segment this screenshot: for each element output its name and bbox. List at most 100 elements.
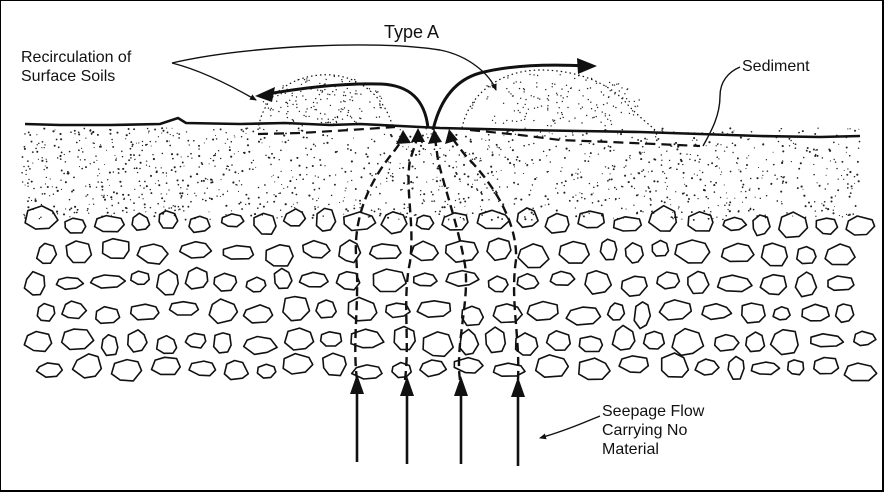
- sediment-dot: [422, 148, 424, 150]
- sediment-dot: [181, 192, 183, 194]
- sediment-dot: [248, 197, 250, 199]
- sediment-dot: [174, 166, 176, 168]
- sediment-dot: [642, 152, 643, 153]
- sediment-dot: [81, 168, 83, 170]
- sediment-dot: [829, 150, 831, 152]
- sediment-dot: [727, 209, 728, 210]
- sediment-dot: [388, 161, 389, 162]
- sediment-dot: [780, 191, 782, 193]
- gravel-stone: [828, 276, 854, 290]
- gravel-stone: [373, 269, 406, 291]
- sediment-dot: [525, 163, 526, 164]
- sediment-dot: [329, 175, 331, 177]
- mound-dot: [321, 92, 322, 93]
- sediment-dot: [572, 134, 574, 136]
- sediment-dot: [545, 204, 546, 205]
- sediment-dot: [148, 130, 150, 132]
- sediment-dot: [713, 184, 715, 186]
- mound-dot: [322, 90, 323, 91]
- sediment-dot: [296, 179, 297, 180]
- sediment-dot: [133, 202, 135, 204]
- sediment-dot: [629, 157, 630, 158]
- sediment-dot: [347, 148, 349, 150]
- gravel-stone: [746, 332, 765, 352]
- sediment-dot: [661, 154, 662, 155]
- sediment-dot: [82, 151, 84, 153]
- sediment-dot: [545, 195, 547, 197]
- sediment-dot: [306, 137, 308, 139]
- gravel-stone: [157, 336, 177, 354]
- sediment-dot: [322, 134, 324, 136]
- sediment-dot: [328, 204, 330, 206]
- sediment-dot: [802, 130, 804, 132]
- sediment-dot: [524, 218, 526, 220]
- sediment-dot: [454, 175, 456, 177]
- sediment-dot: [252, 130, 254, 132]
- sediment-dot: [459, 154, 461, 156]
- sediment-dot: [187, 156, 188, 157]
- mound-dot: [629, 113, 630, 114]
- sediment-dot: [726, 202, 727, 203]
- sediment-dot: [662, 171, 664, 173]
- sediment-dot: [113, 171, 115, 173]
- sediment-dot: [472, 158, 473, 159]
- sediment-dot: [130, 141, 132, 143]
- sediment-dot: [613, 168, 615, 170]
- sediment-dot: [216, 195, 217, 196]
- sediment-dot: [180, 166, 182, 168]
- mound-dot: [621, 87, 622, 88]
- sediment-dot: [204, 192, 205, 193]
- sediment-dot: [319, 159, 321, 161]
- sediment-dot: [67, 171, 69, 173]
- sediment-dot: [210, 179, 212, 181]
- sediment-dot: [425, 149, 426, 150]
- sediment-dot: [681, 211, 683, 213]
- sediment-dot: [452, 145, 454, 147]
- sediment-dot: [245, 194, 247, 196]
- sediment-dot: [25, 170, 26, 171]
- sediment-dot: [463, 164, 465, 166]
- mound-dot: [317, 89, 318, 90]
- sediment-dot: [310, 148, 312, 150]
- sediment-dot: [543, 151, 545, 153]
- gravel-stone: [102, 335, 118, 356]
- sediment-dot: [158, 180, 159, 181]
- sediment-dot: [519, 160, 521, 162]
- sediment-dot: [150, 207, 152, 209]
- sediment-dot: [455, 134, 457, 136]
- sediment-dot: [696, 139, 697, 140]
- mound-dot: [609, 82, 610, 83]
- sediment-dot: [692, 140, 693, 141]
- mound-dot: [270, 109, 271, 110]
- mound-dot: [320, 113, 321, 114]
- sediment-dot: [258, 197, 260, 199]
- gravel-stone: [585, 271, 611, 294]
- sediment-dot: [247, 144, 249, 146]
- sediment-dot: [683, 172, 685, 174]
- sediment-dot: [138, 196, 139, 197]
- sediment-dot: [53, 205, 55, 207]
- gravel-stone: [811, 334, 844, 347]
- sediment-dot: [523, 145, 525, 147]
- gravel-stone: [370, 244, 401, 259]
- sediment-dot: [306, 174, 307, 175]
- sediment-dot: [847, 168, 848, 169]
- sediment-dot: [847, 187, 849, 189]
- sediment-dot: [122, 194, 124, 196]
- sediment-dot: [636, 194, 638, 196]
- sediment-dot: [122, 168, 124, 170]
- gravel-stone: [128, 330, 147, 352]
- sediment-dot: [848, 214, 850, 216]
- mound-dot: [560, 95, 561, 96]
- sediment-dot: [608, 145, 610, 147]
- mound-dot: [324, 113, 325, 114]
- gravel-stone: [303, 241, 330, 258]
- sediment-dot: [76, 142, 78, 144]
- sediment-dot: [633, 205, 634, 206]
- sediment-dot: [746, 164, 748, 166]
- sediment-dot: [359, 203, 361, 205]
- sediment-dot: [846, 214, 847, 215]
- mound-dot: [355, 93, 356, 94]
- sediment-dot: [298, 130, 299, 131]
- mound-dot: [612, 84, 613, 85]
